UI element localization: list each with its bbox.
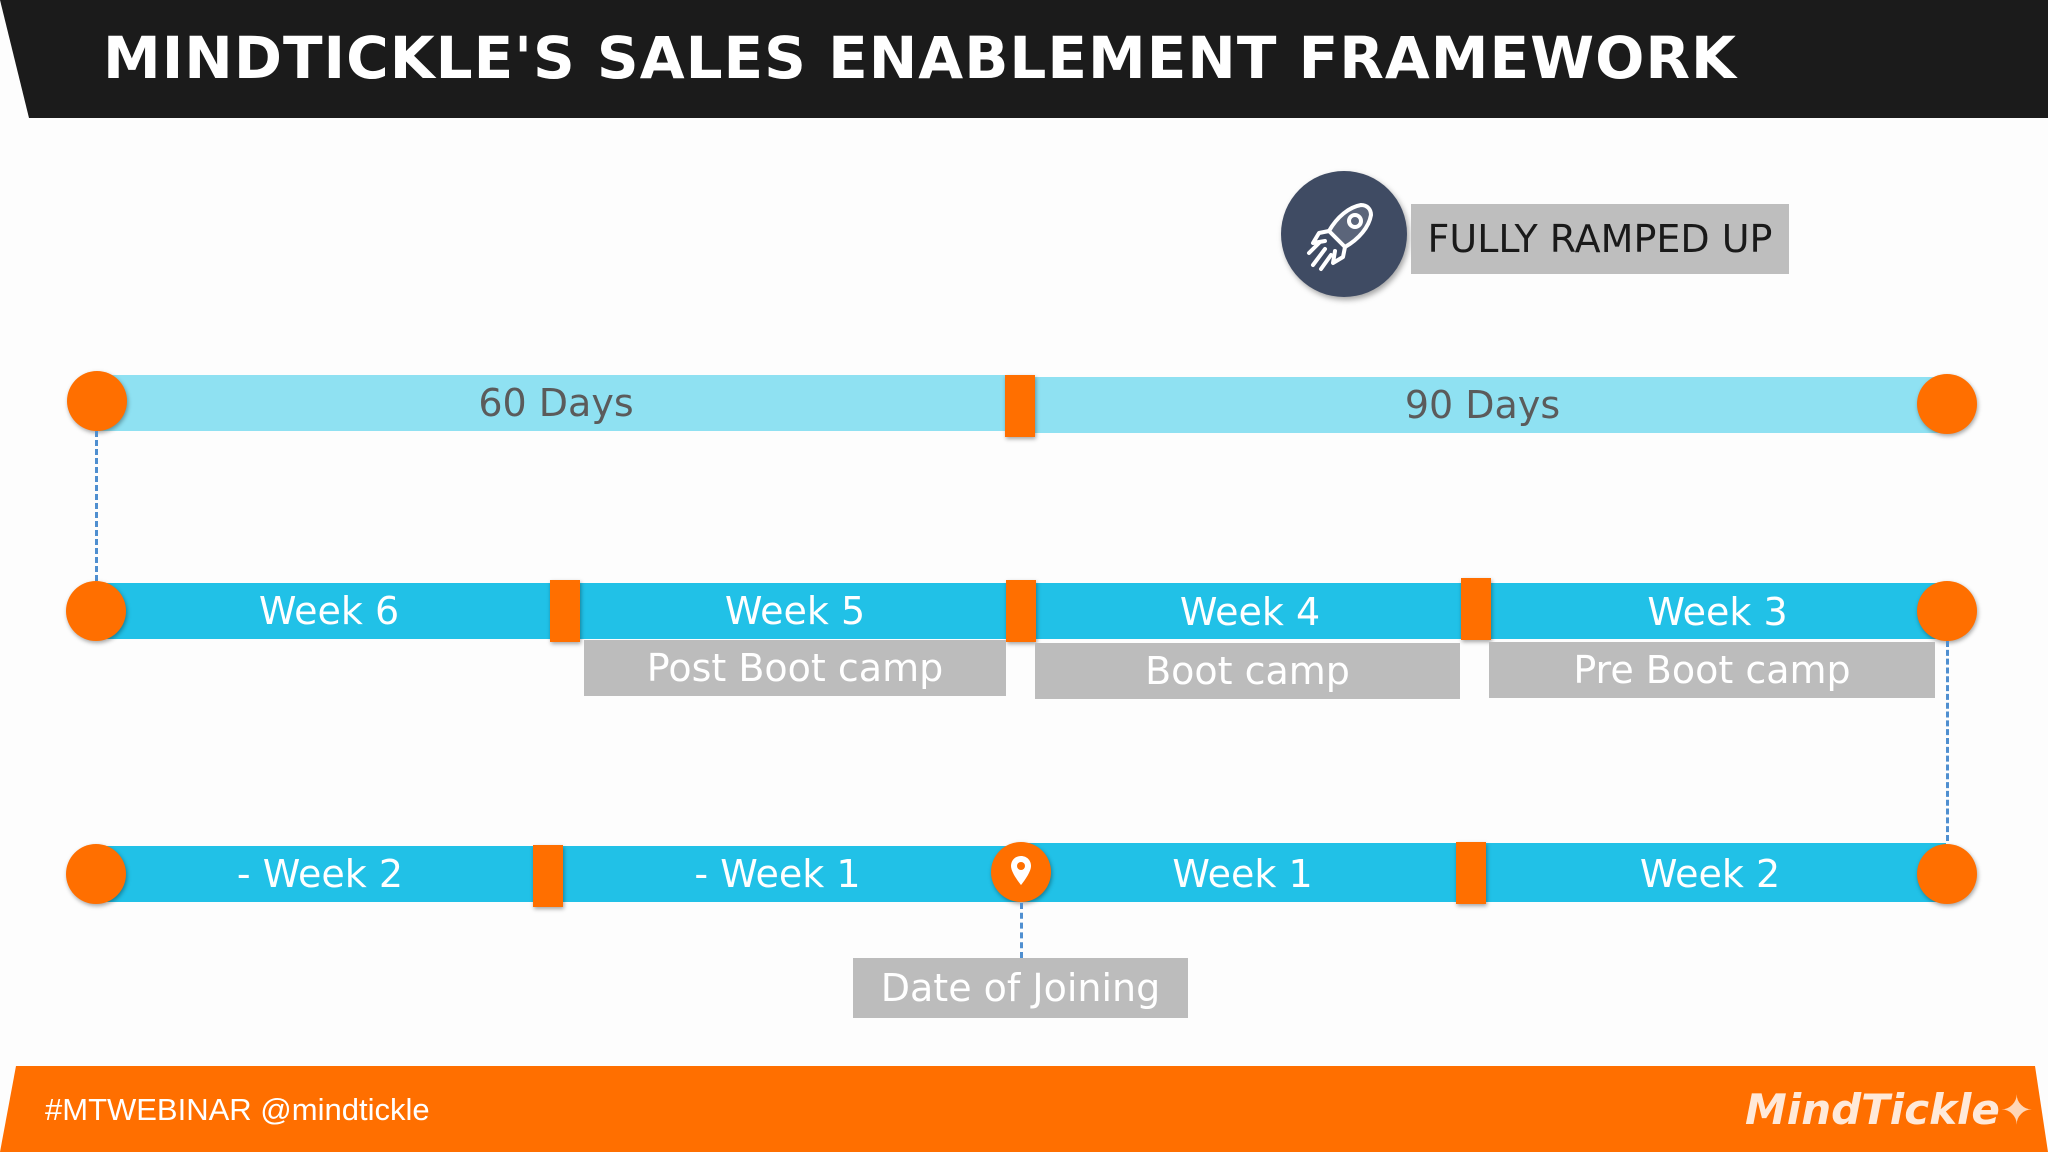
90-days-label: 90 Days xyxy=(1404,383,1561,427)
star-icon: ✦ xyxy=(1999,1088,2034,1134)
footer-hashtag: #MTWEBINAR @mindtickle xyxy=(45,1092,430,1127)
boot-camp-label: Boot camp xyxy=(1035,643,1460,699)
post-boot-camp-label: Post Boot camp xyxy=(584,640,1006,696)
row2-start-dot xyxy=(66,581,126,641)
minus-week-2-label: - Week 2 xyxy=(236,852,404,896)
week-marker xyxy=(533,845,563,907)
60-days-label: 60 Days xyxy=(478,381,634,425)
week-3-label: Week 3 xyxy=(1647,590,1788,634)
fully-ramped-up-label: FULLY RAMPED UP xyxy=(1411,204,1789,274)
logo-text: MindTickle xyxy=(1745,1085,2000,1134)
minus-week-1-label: - Week 1 xyxy=(694,852,861,896)
row3-end-dot xyxy=(1917,844,1977,904)
week-marker xyxy=(1006,580,1036,642)
pre-boot-camp-label: Pre Boot camp xyxy=(1489,642,1935,698)
page-title: MINDTICKLE'S SALES ENABLEMENT FRAMEWORK xyxy=(103,24,1737,92)
week-1-label: Week 1 xyxy=(1172,852,1313,896)
connector-left xyxy=(95,431,98,581)
connector-right xyxy=(1946,641,1949,841)
row3-start-dot xyxy=(66,844,126,904)
week-5-label: Week 5 xyxy=(724,589,866,633)
footer-bar xyxy=(0,1066,2048,1152)
60-days-marker xyxy=(1005,375,1035,437)
row1-start-dot xyxy=(67,371,127,431)
week-marker xyxy=(1461,578,1491,640)
week-6-label: Week 6 xyxy=(258,589,400,633)
header-bar xyxy=(0,0,2048,118)
90-days-bar xyxy=(1020,377,1945,433)
row1-end-dot xyxy=(1917,374,1977,434)
location-pin-icon xyxy=(991,842,1051,902)
60-days-bar xyxy=(96,375,1022,431)
date-of-joining-label: Date of Joining xyxy=(853,958,1188,1018)
connector-joining xyxy=(1020,903,1023,958)
week-marker xyxy=(1456,842,1486,904)
mindtickle-logo: MindTickle✦ xyxy=(1745,1082,2033,1138)
rocket-icon xyxy=(1281,171,1407,297)
week-4-label: Week 4 xyxy=(1179,590,1321,634)
week-marker xyxy=(550,580,580,642)
week-2-label: Week 2 xyxy=(1639,852,1781,896)
row2-end-dot xyxy=(1917,581,1977,641)
